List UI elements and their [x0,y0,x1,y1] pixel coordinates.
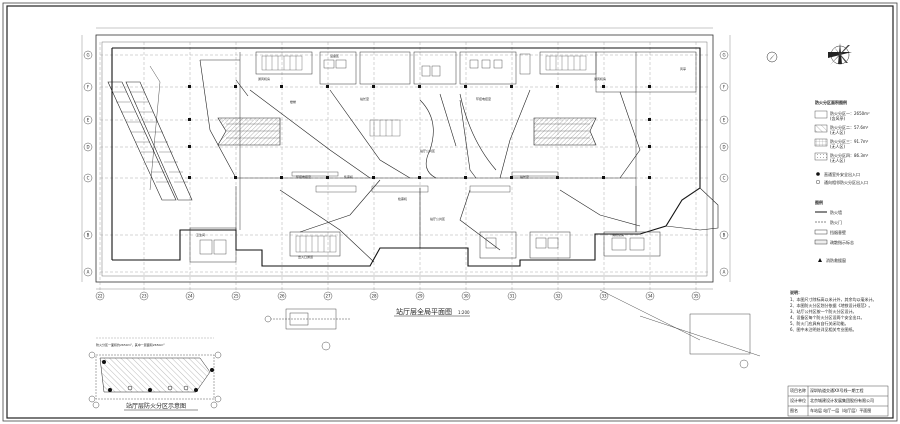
legend-line: 挡烟垂壁 [830,230,846,235]
grid-row-label: D [722,145,725,150]
legend-line: 疏散指示标志 [830,240,854,245]
inset-plan: 防火分区一面积约2650m²，其中一层面积2650m² 站厅层防火分区示意图 [88,342,222,411]
notes-title: 说明： [790,290,802,295]
room-label: 楼梯 [290,99,296,104]
room-label: 通风机房 [258,76,270,81]
room-label: 站长室 [520,174,529,179]
legend-item: 防火分区一：2650m²(含风亭) [830,111,870,121]
room-label: 消防泵房 [612,232,624,237]
legend-item: 防火分区四：86.3m²(无人区) [830,153,869,163]
legend-mark-exit: 直通室外安全出入口 [824,172,860,177]
room-label: 通风机房 [594,76,606,81]
grid-col-label: 31 [509,294,515,299]
inset-title: 站厅层防火分区示意图 [126,402,186,410]
main-scale: 1:200 [458,310,470,315]
grid-row-label: G [722,53,725,58]
grid-row-label: A [87,270,90,275]
room-label: 站厅公共区 [430,216,445,221]
note-item: 2、本图防火分区划分依据《地铁设计规范》。 [790,303,873,308]
grid-col-label: 30 [463,294,469,299]
room-label: 站长室 [360,96,369,101]
note-item: 4、设备区每个防火分区设两个安全出口。 [790,315,865,320]
title-block-value: 深圳轨道交通XX号线一期工程 [810,388,864,393]
main-title-block: 站厅层全局平面图 1:200 [394,307,470,317]
legend-mark-adjacent: 通向相邻防火分区出入口 [824,180,868,185]
grid-col-label: 25 [233,294,239,299]
room-label: 站厅公共区 [420,148,435,153]
legend-arrow: 消防救援窗 [826,258,846,263]
legend-line: 防火墙 [830,210,842,215]
legend-item: 防火分区三：91.7m²(无人区) [830,139,869,149]
escalator-east [533,117,597,146]
room-label: 风亭 [680,66,686,71]
title-block-value: 车站层 站厅一层（站厅层）平面图 [810,408,872,413]
note-item: 1、本图尺寸除标高以米计外，其余均以毫米计。 [790,297,877,302]
room-label: 检票机 [398,196,407,201]
title-block-key: 图名 [790,408,798,413]
grid-col-label: 26 [279,294,285,299]
escalator-west [217,117,281,146]
room-label: 出入口通道 [298,254,313,259]
legend-title: 防火分区面积图例 [815,100,847,105]
room-labels: 设备区 通风机房 通风机房 楼梯 站厅公共区 站厅公共区 环控电控室 站长室 售… [196,53,686,259]
legend-swatches [814,110,828,262]
grid-row-label: F [723,85,726,90]
grid-col-labels: 22 23 24 25 26 27 28 29 30 31 32 33 34 3… [97,294,699,299]
title-block [787,385,889,417]
note-item: 5、防火门应具有自行关闭功能。 [790,321,849,326]
room-label: 卫生间 [196,232,205,237]
notes-list: 1、本图尺寸除标高以米计外，其余均以毫米计。 2、本图防火分区划分依据《地铁设计… [790,297,890,333]
grid-row-label: E [723,118,726,123]
room-label: 设备区 [330,53,339,58]
grid-row-label: B [87,233,90,238]
grid-col-label: 29 [417,294,423,299]
legend-lines-title: 图例 [815,200,823,205]
title-block-value: 北京城建设计发展集团股份有限公司 [810,398,874,403]
grid-row-label: D [86,145,89,150]
legend-line: 防火门 [830,220,842,225]
room-label: 售票机 [344,174,353,179]
grid-col-label: 33 [601,294,607,299]
grid-row-label: G [86,53,89,58]
detail-section [264,308,350,351]
grid-col-label: 34 [647,294,653,299]
grid-row-label: C [723,176,726,181]
note-item: 3、站厅公共区按一个防火分区设计。 [790,309,857,314]
inset-note: 防火分区一面积约2650m²，其中一层面积2650m² [96,342,165,347]
compass-rose-icon [766,51,778,63]
grid-row-label: C [87,176,90,181]
grid-row-label: A [723,270,726,275]
main-title: 站厅层全局平面图 [396,307,452,316]
room-label: 环控电控室 [476,96,491,101]
grid-col-label: 23 [141,294,147,299]
grid-col-label: 27 [325,294,331,299]
room-label: 环控电控室 [296,174,311,179]
grid-col-label: 35 [693,294,699,299]
legend-item: 防火分区二：57.6m²(无人区) [830,125,869,135]
note-item: 6、图中未注明处详见相关专业图纸。 [790,327,857,332]
grid-col-label: 22 [97,294,103,299]
grid-col-label: 28 [371,294,377,299]
grid-col-label: 24 [187,294,193,299]
grid-row-label: B [723,233,726,238]
title-block-key: 设计单位 [790,398,806,403]
grid-row-labels: G F E D C B A G F E D C B A [86,53,725,275]
grid-row-label: E [87,118,90,123]
grid-col-label: 32 [555,294,561,299]
detail-section-right [599,289,761,369]
grid-row-label: F [87,85,90,90]
north-arrow-icon [828,43,852,65]
title-block-key: 项目名称 [790,388,806,393]
entrance-ramp [107,65,193,201]
